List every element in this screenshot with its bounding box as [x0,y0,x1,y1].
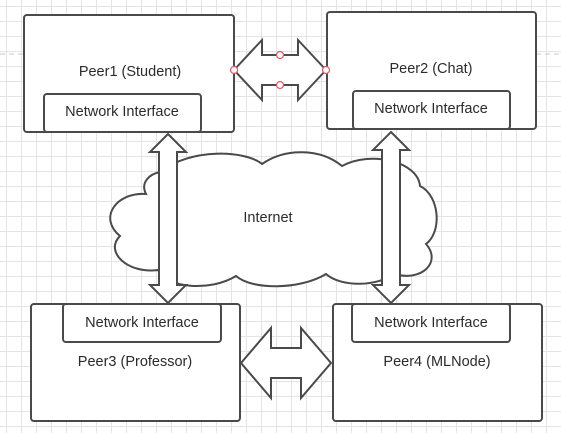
peer2-label: Peer2 (Chat) [389,61,472,77]
peer4-network-interface-label: Network Interface [374,315,488,331]
peer2-node[interactable]: Peer2 (Chat) Network Interface [326,11,537,130]
peer3-peer4-double-arrow[interactable] [239,325,333,401]
internet-cloud[interactable]: Internet [109,151,438,288]
arrow-handle-left[interactable] [229,65,239,75]
peer4-node[interactable]: Network Interface Peer4 (MLNode) [332,303,543,422]
peer4-network-interface[interactable]: Network Interface [351,303,511,343]
peer1-peer2-double-arrow[interactable] [229,37,331,103]
peer1-network-interface-label: Network Interface [65,104,179,120]
peer3-network-interface-label: Network Interface [85,315,199,331]
peer2-network-interface-label: Network Interface [374,101,488,117]
peer1-node[interactable]: Peer1 (Student) Network Interface [23,14,235,133]
arrow-handle-top[interactable] [275,50,285,60]
peer3-network-interface[interactable]: Network Interface [62,303,222,343]
peer1-network-interface[interactable]: Network Interface [43,93,202,133]
arrow-handle-bottom[interactable] [275,80,285,90]
peer4-label: Peer4 (MLNode) [383,354,490,370]
peer1-label: Peer1 (Student) [79,64,181,80]
peer3-node[interactable]: Network Interface Peer3 (Professor) [30,303,241,422]
peer3-label: Peer3 (Professor) [78,354,192,370]
arrow-handle-right[interactable] [321,65,331,75]
peer1-peer3-double-arrow[interactable] [147,132,189,305]
internet-label: Internet [243,210,292,226]
peer2-peer4-double-arrow[interactable] [370,130,412,305]
peer2-network-interface[interactable]: Network Interface [352,90,511,130]
